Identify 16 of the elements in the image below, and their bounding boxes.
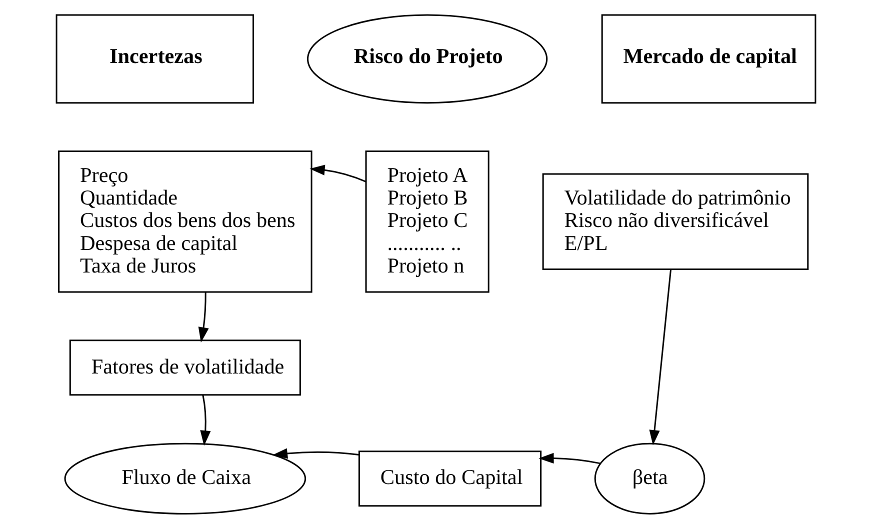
node-ellipse: βeta	[594, 442, 706, 514]
arrow	[200, 394, 211, 446]
node-box: Preço Quantidade Custos dos bens dos bens Despesa de capital Taxa de Juros	[58, 150, 312, 292]
node-box: Mercado de capital	[601, 14, 816, 104]
arrow	[538, 452, 601, 464]
node-box: Incertezas	[56, 14, 254, 104]
arrow	[310, 164, 366, 182]
node-box: Projeto A Projeto B Projeto C ........... .. Projeto n	[365, 150, 490, 292]
arrow	[272, 448, 359, 458]
node-box: Custo do Capital	[358, 450, 542, 506]
node-ellipse: Risco do Projeto	[306, 14, 548, 104]
node-ellipse: Fluxo de Caixa	[64, 442, 306, 514]
arrow	[198, 292, 209, 342]
node-box: Fatores de volatilidade	[69, 339, 301, 396]
arrow	[649, 269, 672, 445]
node-box: Volatilidade do patrimônio Risco não diversificável E/PL	[542, 172, 809, 270]
